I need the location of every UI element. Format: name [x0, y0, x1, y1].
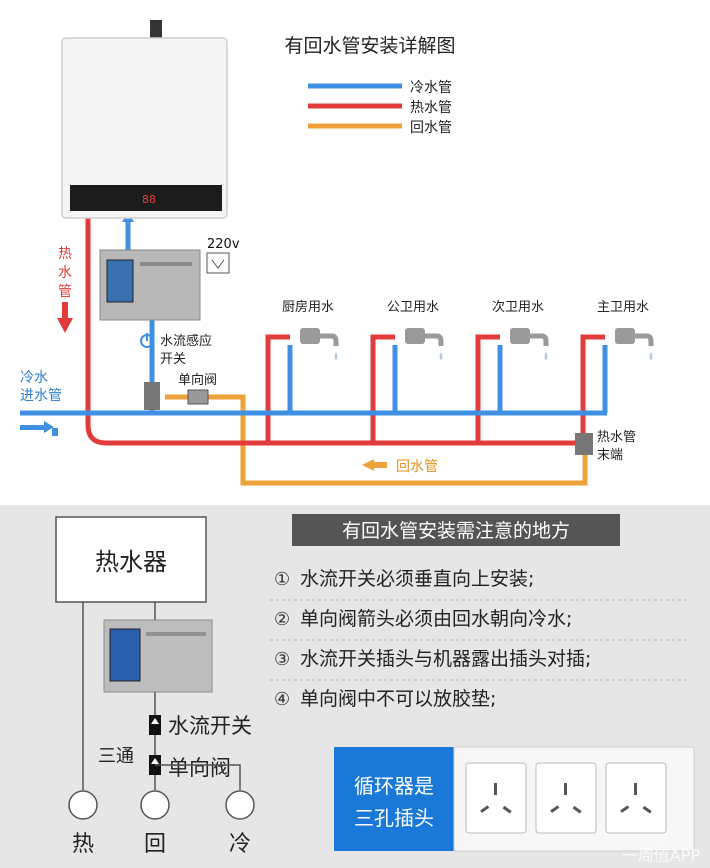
hot-down-arrow-shaft: [62, 302, 68, 322]
outlet-icon: [206, 252, 230, 274]
socket-note-line2: 三孔插头: [354, 806, 434, 830]
port-label-hot: 热: [72, 832, 94, 857]
inlet-arrow-icon: [44, 421, 54, 433]
port-hot: [68, 790, 98, 820]
tap-label: 公卫用水: [387, 300, 439, 315]
check-valve-label: 单向阀: [168, 756, 231, 780]
tap-label: 次卫用水: [492, 299, 544, 315]
note-number: ②: [274, 609, 290, 630]
socket-note-line1: 循环器是: [354, 774, 434, 798]
port-label-cold: 冷: [229, 832, 251, 857]
return-pipe: [165, 394, 588, 486]
flow-switch-label: 水流开关: [168, 714, 252, 738]
faucet-icon: [615, 328, 635, 344]
port-label-return: 回: [144, 832, 166, 857]
water-heater: 88: [61, 20, 228, 219]
hot-label-char-1: 热: [58, 246, 72, 262]
faucet-icon: [405, 328, 425, 344]
tap-public-bath: 公卫用水: [387, 300, 444, 360]
diagram-title: 有回水管安装详解图: [284, 35, 455, 57]
check-valve-label: 单向阀: [178, 372, 217, 388]
note-text: 单向阀中不可以放胶垫;: [300, 688, 496, 710]
port-return: [140, 790, 170, 820]
heater-box: [55, 516, 207, 603]
socket-note-box: [334, 747, 454, 851]
return-arrow-icon: [362, 459, 374, 471]
note-text: 单向阀箭头必须由回水朝向冷水;: [300, 608, 572, 630]
inlet-arrow-shaft-line: [20, 425, 46, 430]
tap-label: 主卫用水: [597, 300, 649, 315]
flow-switch-label-line2: 开关: [160, 352, 186, 367]
legend-label-cold: 冷水管: [410, 80, 452, 96]
socket-icon: [535, 762, 597, 834]
circulator-unit: [99, 249, 201, 321]
cold-inlet-label-line2: 进水管: [20, 388, 62, 404]
legend-label-hot: 热水管: [410, 100, 452, 116]
notes-diagram: 热水器 水流开关 三通 单向阀 热 回 冷: [55, 514, 701, 865]
socket-panel: 循环器是 三孔插头: [334, 746, 695, 852]
hot-end-label-line2: 末端: [597, 448, 623, 463]
note-text: 水流开关必须垂直向上安装;: [300, 568, 534, 590]
tap-second-bath: 次卫用水: [492, 299, 549, 360]
notes-list: ① 水流开关必须垂直向上安装; ② 单向阀箭头必须由回水朝向冷水; ③ 水流开关…: [270, 568, 690, 710]
hot-water-pipe: [85, 215, 605, 446]
check-valve-icon: [187, 389, 209, 405]
flow-switch-label-line1: 水流感应: [160, 333, 212, 349]
legend-label-return: 回水管: [410, 120, 452, 136]
note-text: 水流开关插头与机器露出插头对插;: [300, 648, 591, 670]
legend: 冷水管 热水管 回水管: [308, 80, 452, 136]
voltage-label: 220v: [207, 237, 240, 252]
hot-label-char-3: 管: [58, 284, 72, 300]
watermark: 一周值APP: [622, 846, 701, 865]
tap-master-bath: 主卫用水: [597, 300, 654, 360]
notes-panel: 热水器 水流开关 三通 单向阀 热 回 冷: [0, 505, 710, 868]
inlet-arrow-shaft: [52, 428, 58, 436]
tap-kitchen: 厨房用水: [282, 299, 339, 360]
socket-icon: [465, 762, 527, 834]
flow-switch-icon: [149, 715, 161, 735]
tee-fitting: [144, 382, 160, 410]
port-cold: [225, 790, 255, 820]
notes-header: 有回水管安装需注意的地方: [342, 520, 570, 542]
note-number: ①: [274, 569, 290, 590]
tap-label: 厨房用水: [282, 299, 334, 315]
tee-label: 三通: [98, 746, 134, 767]
notes-header-bar: [292, 514, 620, 546]
heater-display: 88: [142, 193, 156, 206]
plug-prong-icon: [211, 259, 225, 269]
hot-down-arrow-icon: [57, 318, 73, 333]
note-number: ③: [274, 649, 290, 670]
heater-label: 热水器: [95, 548, 167, 576]
faucet-icon: [300, 328, 320, 344]
socket-icon: [605, 762, 667, 834]
hot-end-fitting: [575, 433, 593, 455]
return-pipe-label: 回水管: [396, 459, 438, 475]
cold-inlet-label-line1: 冷水: [20, 370, 48, 386]
hot-end-label-line1: 热水管: [597, 430, 636, 445]
installation-diagram-panel: 有回水管安装详解图 冷水管 热水管 回水管: [20, 20, 654, 486]
schematic: 热水器 水流开关 三通 单向阀 热 回 冷: [55, 516, 255, 857]
hot-label-char-2: 水: [58, 265, 72, 281]
note-number: ④: [274, 689, 290, 710]
faucet-icon: [510, 328, 530, 344]
installation-diagram: 有回水管安装详解图 冷水管 热水管 回水管: [20, 20, 654, 486]
